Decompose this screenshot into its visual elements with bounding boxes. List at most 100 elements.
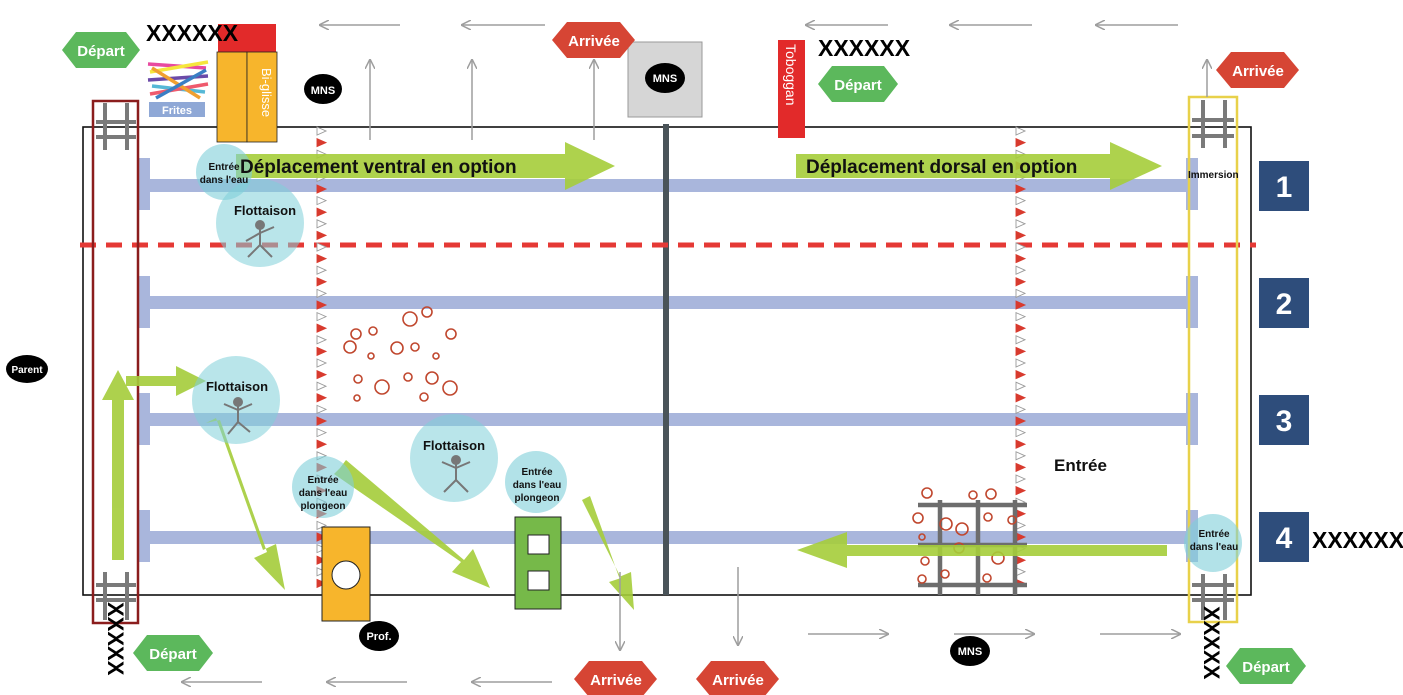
triangle-marker — [316, 323, 328, 333]
depart-badge-bottom-right: Départ — [1226, 648, 1306, 684]
immersion-label: Immersion — [1188, 170, 1239, 181]
bubble-text-plongeon-left-2: dans l'eau — [299, 488, 348, 499]
triangle-marker — [1015, 335, 1027, 345]
triangle-marker — [316, 288, 328, 299]
diag-arrow-3 — [582, 496, 634, 610]
placeholder-bottom-left: XXXXX — [103, 602, 128, 676]
triangle-marker — [316, 369, 328, 380]
bubble-text-entree-l4-1: Entrée — [1198, 529, 1230, 540]
right-arrow-left — [126, 366, 206, 396]
triangle-marker — [1015, 195, 1027, 206]
depart-badge-top-right: Départ — [818, 66, 898, 102]
triangle-marker — [1015, 207, 1027, 217]
arrivee-badge-bottom-1: Arrivée — [574, 661, 657, 695]
svg-text:Départ: Départ — [149, 646, 197, 663]
triangle-marker — [316, 207, 328, 217]
mns-oval-top: MNS — [304, 74, 342, 104]
svg-text:2: 2 — [1276, 288, 1293, 321]
triangle-marker — [316, 311, 328, 322]
placeholder-lane4-right: XXXXXX — [1312, 527, 1403, 553]
triangle-marker — [316, 126, 328, 136]
svg-text:1: 1 — [1276, 171, 1293, 204]
triangle-marker — [1015, 427, 1027, 438]
rings-cluster — [343, 306, 458, 402]
arrivee-badge-top-right: Arrivée — [1216, 52, 1299, 88]
placeholder-top-right: XXXXXX — [818, 35, 911, 61]
svg-text:Départ: Départ — [834, 77, 882, 94]
diving-block-green — [514, 516, 562, 610]
left-ladder-zone — [91, 99, 140, 625]
bubble-text-plongeon-center-3: plongeon — [515, 493, 560, 504]
triangle-marker — [1015, 381, 1027, 391]
parent-oval: Parent — [6, 355, 48, 383]
triangle-marker — [316, 219, 328, 229]
bubble-text-plongeon-left-3: plongeon — [301, 501, 346, 512]
return-arrow — [797, 532, 1167, 568]
triangle-marker — [1015, 416, 1027, 426]
triangle-marker — [1015, 369, 1027, 380]
svg-text:3: 3 — [1276, 405, 1293, 438]
lane-number-2: 2 — [1259, 278, 1309, 328]
diag-arrow-2 — [334, 460, 490, 588]
frites-bundle — [147, 60, 209, 117]
triangle-marker — [1015, 230, 1027, 241]
diving-block-orange — [321, 526, 371, 622]
triangle-marker — [316, 265, 328, 275]
triangle-marker — [316, 335, 328, 345]
toboggan-box — [778, 40, 805, 138]
bubbles — [192, 144, 1242, 572]
svg-text:Arrivée: Arrivée — [590, 672, 642, 689]
triangle-marker — [316, 195, 328, 206]
triangle-marker — [1015, 253, 1027, 264]
triangle-marker — [1015, 509, 1027, 519]
gray-arrows — [182, 25, 1207, 682]
depart-badge-bottom-left: Départ — [133, 635, 213, 671]
svg-text:MNS: MNS — [653, 73, 677, 85]
triangle-marker — [316, 230, 328, 241]
triangle-marker — [1015, 311, 1027, 322]
bi-glisse-label: Bi-glisse — [259, 68, 274, 117]
bubble-text-flottaison-c: Flottaison — [423, 438, 485, 453]
arrivee-badge-top-center: Arrivée — [552, 22, 635, 58]
up-arrow — [102, 370, 134, 560]
svg-text:Départ: Départ — [1242, 659, 1290, 676]
dorsal-arrow — [796, 142, 1162, 190]
triangle-marker — [1015, 404, 1027, 415]
triangle-marker — [316, 300, 328, 310]
triangle-marker — [316, 439, 328, 449]
bi-glisse-board — [216, 24, 278, 143]
triangle-marker — [1015, 439, 1027, 449]
right-ladder-zone — [1187, 95, 1239, 624]
frites-label: Frites — [162, 105, 192, 117]
triangle-marker — [316, 381, 328, 391]
triangle-marker — [316, 346, 328, 357]
svg-text:MNS: MNS — [958, 646, 982, 658]
triangle-marker — [316, 427, 328, 438]
ventral-arrow — [236, 142, 615, 190]
triangle-marker — [1015, 358, 1027, 368]
triangle-marker — [1015, 451, 1027, 461]
bubble-entree-lane4-right — [1184, 514, 1242, 572]
bubble-plongeon-center — [505, 451, 567, 513]
triangle-marker — [316, 393, 328, 403]
svg-text:Arrivée: Arrivée — [712, 672, 764, 689]
triangle-marker — [1015, 567, 1027, 577]
bubble-text-plongeon-center-1: Entrée — [521, 467, 553, 478]
triangle-marker — [316, 184, 328, 194]
triangle-marker — [316, 253, 328, 264]
triangle-marker — [1015, 474, 1027, 484]
triangle-marker — [1015, 288, 1027, 299]
svg-text:Arrivée: Arrivée — [1232, 63, 1284, 80]
svg-text:Arrivée: Arrivée — [568, 33, 620, 50]
triangle-marker — [1015, 485, 1027, 496]
mns-oval-bottom: MNS — [950, 636, 990, 666]
bubble-text-entree-l4-2: dans l'eau — [1190, 542, 1239, 553]
triangle-marker — [1015, 219, 1027, 229]
triangle-marker — [1015, 184, 1027, 194]
toboggan-label: Toboggan — [783, 44, 799, 106]
svg-text:Prof.: Prof. — [366, 631, 391, 643]
svg-text:Départ: Départ — [77, 43, 125, 60]
placeholder-top-left: XXXXXX — [146, 20, 239, 46]
triangle-marker — [1015, 265, 1027, 275]
